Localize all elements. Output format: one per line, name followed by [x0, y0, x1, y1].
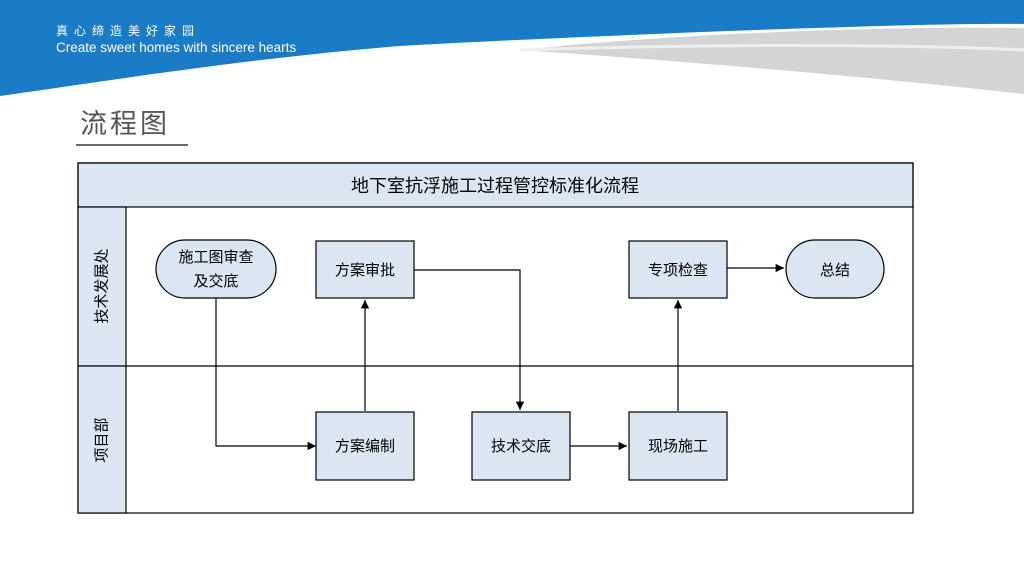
title-underline	[76, 144, 188, 146]
node-summary	[785, 239, 885, 299]
lane-label-tech: 技术发展处	[93, 248, 111, 323]
lane-label-column-2	[77, 365, 127, 514]
node-construct-label: 现场施工	[648, 437, 708, 455]
node-approve-label: 方案审批	[335, 261, 395, 279]
header-banner	[0, 0, 1024, 96]
flowchart-title: 地下室抗浮施工过程管控标准化流程	[351, 176, 639, 197]
page-title: 流程图	[80, 109, 170, 140]
node-compile-label: 方案编制	[335, 437, 395, 455]
node-approve	[315, 240, 415, 299]
lane-label-project: 项目部	[93, 417, 111, 462]
header-tagline-en: Create sweet homes with sincere hearts	[56, 40, 297, 55]
node-start	[155, 239, 277, 299]
node-inspect	[628, 240, 728, 299]
arrow-approve-to-disclose	[414, 269, 525, 410]
node-start-label-1: 施工图审查	[178, 248, 253, 266]
node-compile	[315, 411, 415, 481]
node-summary-label: 总结	[820, 261, 850, 279]
node-disclose	[471, 411, 571, 481]
node-inspect-label: 专项检查	[648, 261, 708, 279]
arrow-start-to-compile	[215, 298, 316, 451]
header-tagline-cn: 真心缔造美好家园	[56, 24, 201, 38]
node-disclose-label: 技术交底	[491, 437, 551, 455]
node-construct	[628, 411, 728, 481]
lane-label-column-1	[77, 206, 127, 367]
node-start-label-2: 及交底	[193, 272, 238, 290]
